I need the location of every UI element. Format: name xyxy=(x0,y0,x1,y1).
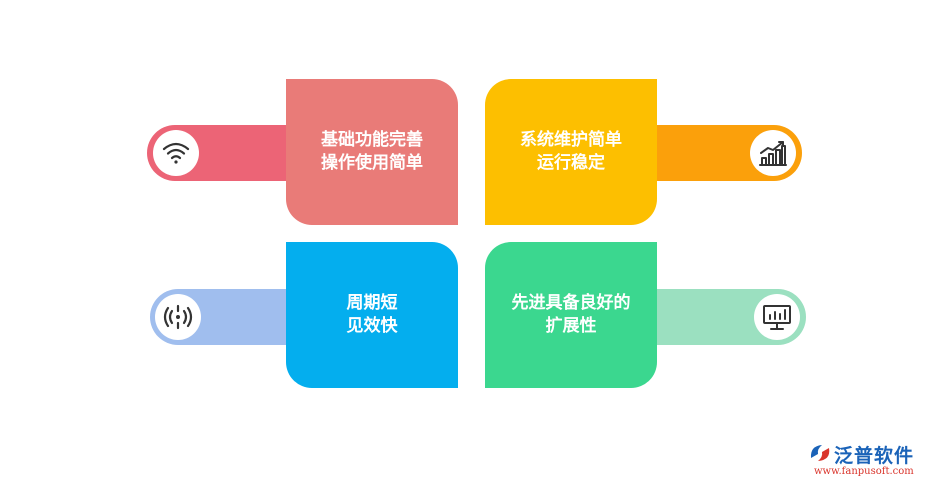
broadcast-icon xyxy=(163,304,193,330)
monitor-chart-icon xyxy=(763,305,791,330)
wifi-icon xyxy=(162,142,190,164)
broadcast-icon-circle xyxy=(155,294,201,340)
brand-logo: 泛普软件 www.fanpusoft.com xyxy=(808,441,933,481)
card-bottom-left-line-2: 见效快 xyxy=(346,316,398,336)
fanpu-logo-icon xyxy=(810,445,830,461)
logo-name: 泛普软件 xyxy=(834,445,915,467)
card-bottom-left: 周期短 见效快 xyxy=(286,242,458,388)
card-top-left-line-1: 基础功能完善 xyxy=(321,130,423,150)
logo-url: www.fanpusoft.com xyxy=(814,466,914,477)
card-top-right-line-1: 系统维护简单 xyxy=(520,130,622,150)
card-bottom-right-line-2: 扩展性 xyxy=(545,316,597,336)
card-bottom-right-line-1: 先进具备良好的 xyxy=(511,293,631,313)
bar-chart-icon-circle xyxy=(750,130,796,176)
card-top-right: 系统维护简单 运行稳定 xyxy=(485,79,657,225)
card-bottom-left-line-1: 周期短 xyxy=(346,293,398,313)
monitor-chart-icon-circle xyxy=(754,294,800,340)
wifi-icon-circle xyxy=(153,130,199,176)
card-top-left-line-2: 操作使用简单 xyxy=(321,153,423,173)
card-top-left: 基础功能完善 操作使用简单 xyxy=(286,79,458,225)
card-top-right-line-2: 运行稳定 xyxy=(537,153,605,173)
card-bottom-right: 先进具备良好的 扩展性 xyxy=(485,242,657,388)
bar-chart-icon xyxy=(759,141,787,166)
